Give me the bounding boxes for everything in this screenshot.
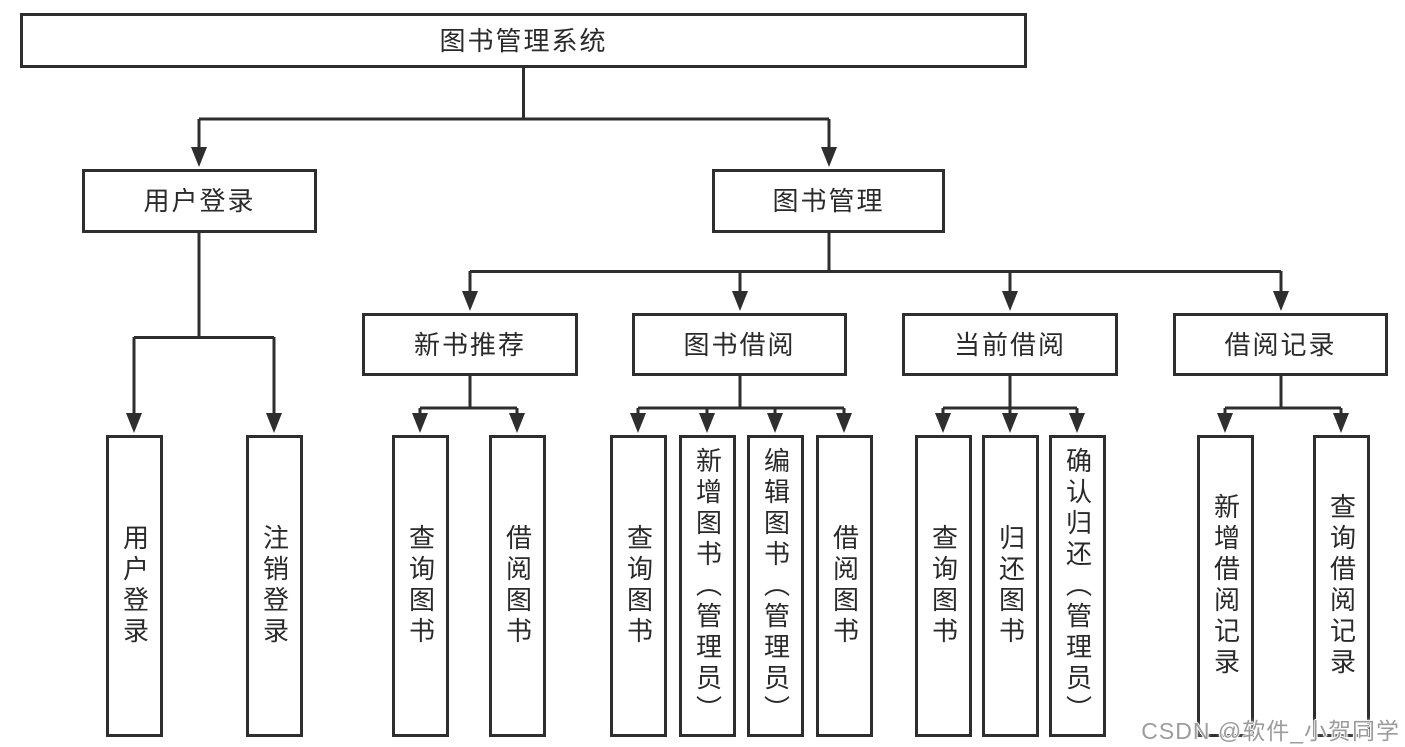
leaf-confirm-return-admin: 确认归还（管理员）	[1049, 435, 1106, 737]
leaf-confirm-return-admin-label: 确认归还（管理员）	[1062, 446, 1093, 726]
leaf-query-books-3: 查询图书	[915, 435, 972, 737]
leaf-query-borrow-record: 查询借阅记录	[1313, 435, 1370, 737]
leaf-borrow-books-1-label: 借阅图书	[502, 524, 533, 648]
node-borrowing-records: 借阅记录	[1173, 313, 1388, 376]
node-book-borrowing: 图书借阅	[632, 313, 847, 376]
leaf-borrow-books-2: 借阅图书	[816, 435, 873, 737]
node-book-management: 图书管理	[712, 169, 945, 233]
node-user-login-label: 用户登录	[143, 186, 256, 216]
leaf-query-books-3-label: 查询图书	[928, 524, 959, 648]
leaf-return-books-label: 归还图书	[995, 524, 1026, 648]
node-new-book-recommend-label: 新书推荐	[413, 329, 526, 360]
leaf-logout-login: 注销登录	[246, 435, 303, 737]
leaf-return-books: 归还图书	[982, 435, 1039, 737]
leaf-borrow-books-2-label: 借阅图书	[829, 524, 860, 648]
watermark: CSDN @软件_小贺同学	[1141, 718, 1400, 744]
node-borrowing-records-label: 借阅记录	[1224, 329, 1337, 360]
leaf-user-login-label: 用户登录	[119, 524, 150, 648]
leaf-query-books-2: 查询图书	[610, 435, 667, 737]
node-current-borrowing-label: 当前借阅	[953, 329, 1066, 360]
leaf-query-books-1-label: 查询图书	[405, 524, 436, 648]
leaf-add-books-admin: 新增图书（管理员）	[679, 435, 736, 737]
node-user-login: 用户登录	[82, 169, 317, 233]
leaf-add-books-admin-label: 新增图书（管理员）	[692, 446, 723, 726]
leaf-user-login: 用户登录	[106, 435, 163, 737]
leaf-add-borrow-record-label: 新增借阅记录	[1210, 493, 1241, 679]
node-root-label: 图书管理系统	[439, 25, 608, 56]
leaf-edit-books-admin: 编辑图书（管理员）	[747, 435, 804, 737]
leaf-add-borrow-record: 新增借阅记录	[1197, 435, 1254, 737]
leaf-logout-login-label: 注销登录	[259, 524, 290, 648]
leaf-query-books-1: 查询图书	[392, 435, 449, 737]
node-book-borrowing-label: 图书借阅	[683, 329, 796, 360]
node-new-book-recommend: 新书推荐	[362, 313, 578, 376]
leaf-query-books-2-label: 查询图书	[623, 524, 654, 648]
node-root: 图书管理系统	[20, 13, 1027, 68]
leaf-borrow-books-1: 借阅图书	[489, 435, 546, 737]
leaf-edit-books-admin-label: 编辑图书（管理员）	[760, 446, 791, 726]
node-current-borrowing: 当前借阅	[902, 313, 1118, 376]
node-book-management-label: 图书管理	[772, 186, 885, 216]
leaf-query-borrow-record-label: 查询借阅记录	[1326, 493, 1357, 679]
